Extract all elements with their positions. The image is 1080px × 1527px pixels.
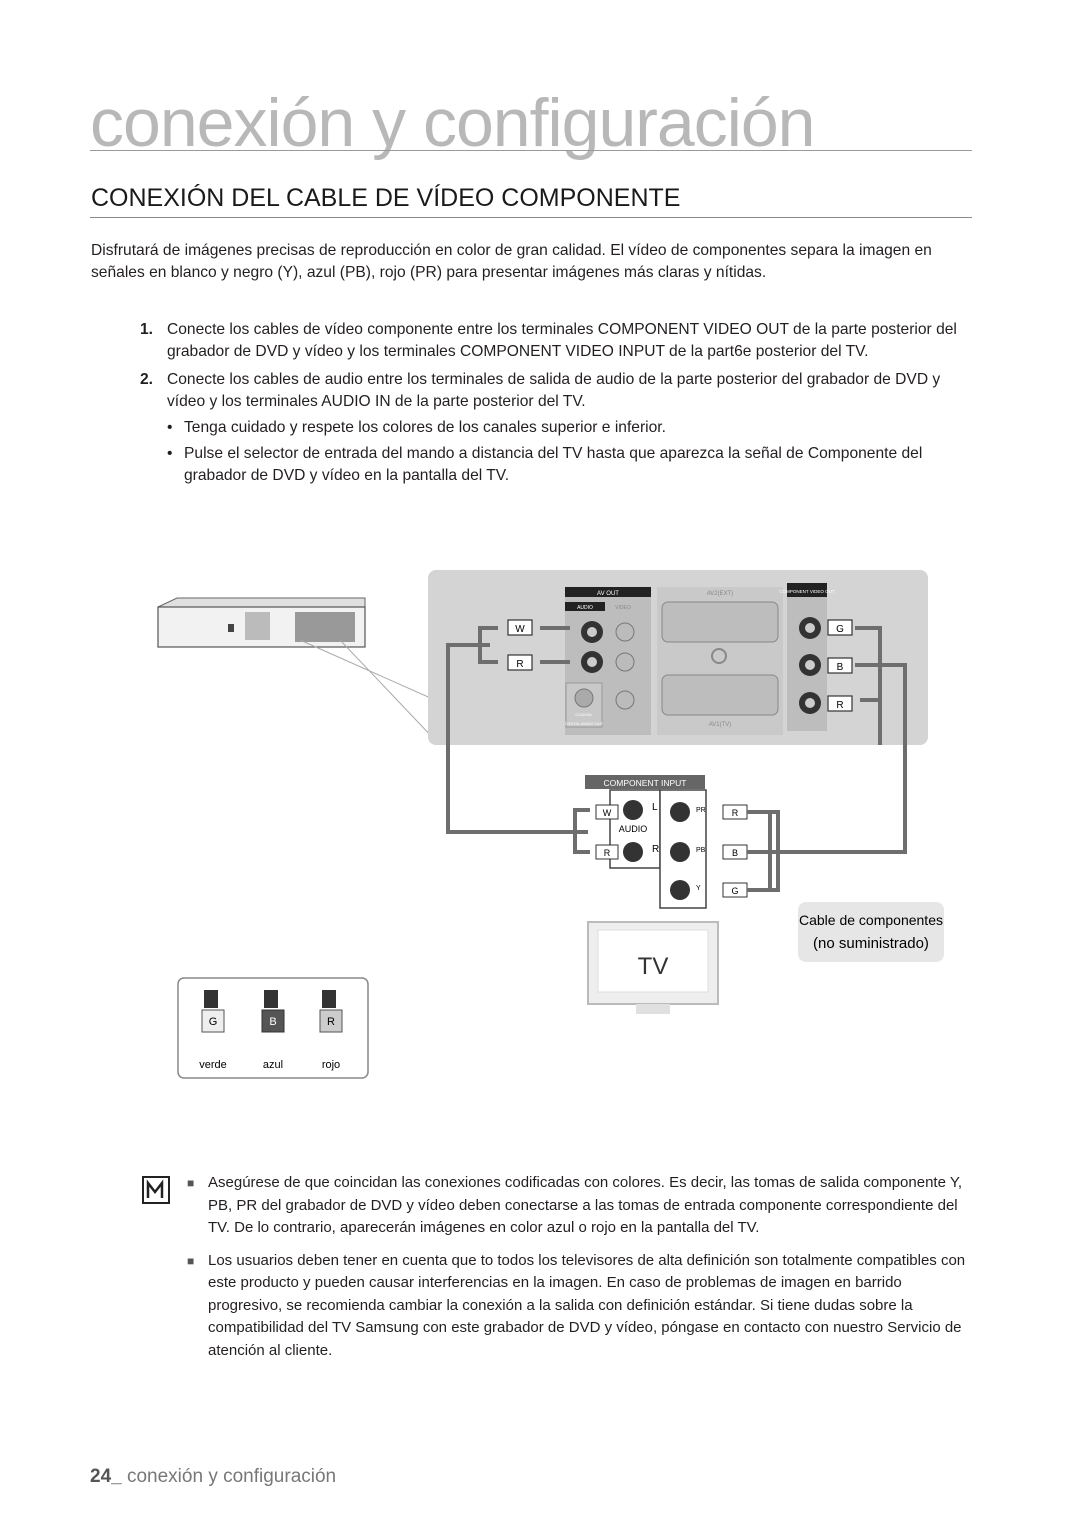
square-bullet-icon: ■	[187, 1176, 195, 1190]
tv-pb-label: PB	[696, 847, 706, 854]
tv-icon: TV	[587, 921, 719, 1014]
note-item: ■ Asegúrese de que coincidan las conexio…	[140, 1172, 972, 1240]
legend-label-azul: azul	[263, 1059, 283, 1071]
audio-panel-label: AUDIO	[577, 605, 593, 611]
av1-label: AV1(TV)	[709, 722, 732, 728]
tv-l-label: L	[652, 802, 658, 813]
plug-r-label: R	[516, 659, 523, 670]
chapter-rule	[90, 150, 972, 151]
legend-label-rojo: rojo	[322, 1059, 340, 1071]
step-number: 1.	[140, 321, 154, 338]
note-text: Asegúrese de que coincidan las conexione…	[208, 1174, 963, 1236]
plug-r-label: R	[836, 700, 843, 711]
legend-plug-g: G	[209, 1016, 218, 1028]
coaxial-label: COAXIAL	[575, 712, 593, 717]
note-icon	[142, 1176, 170, 1204]
footer-text: conexión y configuración	[126, 1466, 337, 1487]
cable-label-note: (no suministrado)	[813, 935, 929, 952]
plug-g-label: G	[836, 624, 844, 635]
tv-pr-label: PR	[696, 807, 706, 814]
section-title: CONEXIÓN DEL CABLE DE VÍDEO COMPONENTE	[91, 184, 681, 212]
tv-r-label: R	[652, 844, 659, 855]
bullet-text: Pulse el selector de entrada del mando a…	[184, 445, 923, 484]
legend-plug-red: R rojo	[319, 990, 343, 1071]
plug-w-label: W	[603, 808, 612, 818]
av2-label: AV2(EXT)	[707, 591, 734, 597]
av-out-label: AV OUT	[597, 591, 619, 597]
video-panel-label: VIDEO	[615, 605, 631, 611]
step-item: 1. Conecte los cables de vídeo component…	[140, 319, 972, 363]
bullet-dot-icon: •	[167, 445, 173, 462]
page-footer: 24_ conexión y configuración	[90, 1466, 336, 1488]
tv-label: TV	[638, 953, 669, 980]
step-number: 2.	[140, 371, 154, 388]
note-text: Los usuarios deben tener en cuenta que t…	[208, 1251, 966, 1359]
notes-list: ■ Asegúrese de que coincidan las conexio…	[140, 1172, 972, 1372]
bullet-item: • Tenga cuidado y respete los colores de…	[167, 417, 972, 439]
legend-plug-blue: B azul	[261, 990, 285, 1071]
page-number: 24_	[90, 1466, 122, 1487]
step-list: 1. Conecte los cables de vídeo component…	[140, 319, 972, 493]
dvd-recorder-icon	[157, 597, 366, 648]
plug-w-label: W	[515, 624, 525, 635]
square-bullet-icon: ■	[187, 1253, 195, 1268]
tv-y-label: Y	[696, 885, 701, 892]
component-video-out-label: COMPONENT VIDEO OUT	[779, 589, 834, 594]
bullet-dot-icon: •	[167, 419, 173, 436]
plug-g-label: G	[731, 886, 738, 896]
step-item: 2. Conecte los cables de audio entre los…	[140, 369, 972, 487]
legend-label-verde: verde	[199, 1059, 227, 1071]
note-item: ■ Los usuarios deben tener en cuenta que…	[140, 1250, 972, 1363]
plug-r-label: R	[604, 848, 611, 858]
step-text: Conecte los cables de vídeo componente e…	[167, 321, 957, 360]
chapter-title: conexión y configuración	[90, 85, 815, 161]
plug-b-label: B	[837, 662, 844, 673]
connection-diagram: AV OUT AUDIO VIDEO COAXIAL DIGITAL AUDIO…	[157, 570, 944, 1079]
plug-r-label: R	[732, 808, 739, 818]
step-text: Conecte los cables de audio entre los te…	[167, 371, 941, 410]
cable-label: Cable de componentes	[799, 912, 943, 928]
legend-plug-b: B	[269, 1016, 276, 1028]
plug-b-label: B	[732, 848, 738, 858]
legend-plug-green: G verde	[199, 990, 227, 1071]
legend-plug-r: R	[327, 1016, 335, 1028]
bullet-item: • Pulse el selector de entrada del mando…	[167, 443, 972, 487]
digital-audio-out-label: DIGITAL AUDIO OUT	[565, 721, 604, 726]
bullet-text: Tenga cuidado y respete los colores de l…	[184, 419, 666, 436]
component-input-label: COMPONENT INPUT	[604, 778, 687, 788]
section-rule	[90, 217, 972, 218]
tv-audio-label: AUDIO	[619, 824, 648, 834]
intro-paragraph: Disfrutará de imágenes precisas de repro…	[91, 242, 932, 281]
